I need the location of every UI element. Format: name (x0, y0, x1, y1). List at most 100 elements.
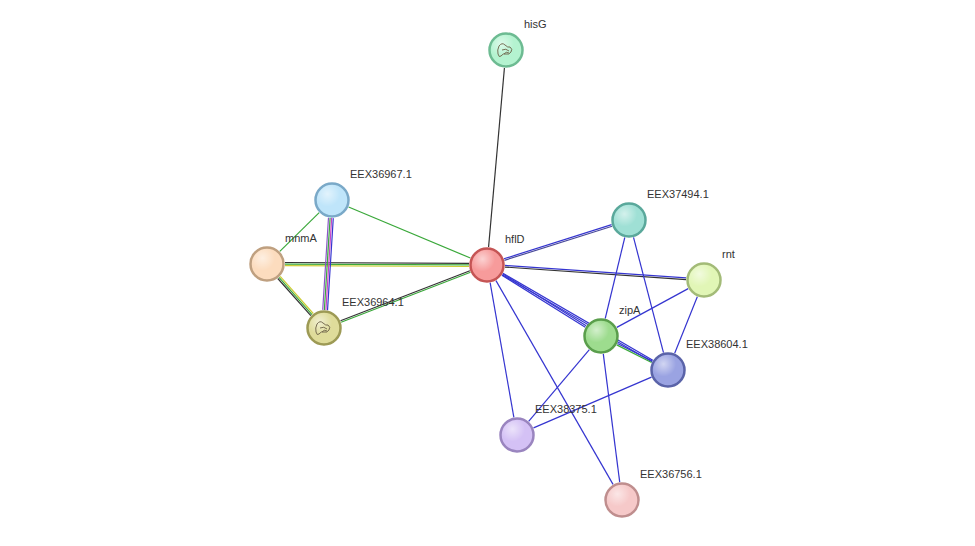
interaction-edge (285, 262, 469, 266)
evidence-line (490, 283, 514, 418)
node-circle (499, 417, 535, 453)
node-fill (585, 320, 618, 353)
node-circle (583, 318, 619, 354)
interaction-edge (504, 225, 612, 261)
protein-node: hisG (488, 32, 524, 68)
evidence-line (341, 272, 470, 322)
protein-node: hflD (469, 247, 505, 283)
evidence-line (341, 271, 470, 321)
node-label: zipA (619, 304, 640, 316)
evidence-line (534, 377, 652, 428)
protein-node: EEX36964.1 (306, 310, 342, 346)
evidence-line (505, 267, 686, 280)
node-highlight (586, 321, 616, 351)
node-label: EEX38375.1 (535, 403, 597, 415)
evidence-line (603, 354, 619, 482)
protein-node: EEX38604.1 (650, 352, 686, 388)
interaction-edge (278, 276, 313, 315)
evidence-line (489, 68, 505, 247)
evidence-line (285, 262, 469, 264)
node-circle (249, 246, 285, 282)
node-highlight (653, 355, 683, 385)
evidence-line (323, 218, 329, 310)
interaction-edge (349, 207, 471, 258)
evidence-line (504, 225, 612, 259)
protein-node: EEX37494.1 (611, 202, 647, 238)
evidence-line (279, 277, 312, 314)
interaction-edge (617, 343, 653, 362)
interaction-edge (634, 237, 664, 352)
node-highlight (252, 249, 282, 279)
node-fill (688, 264, 721, 297)
protein-node: EEX36756.1 (604, 482, 640, 518)
node-circle (686, 262, 722, 298)
node-fill (501, 419, 534, 452)
interaction-edge (490, 283, 514, 418)
evidence-line (280, 213, 319, 252)
node-fill (490, 34, 523, 67)
edge-group (278, 68, 698, 484)
node-fill (316, 184, 349, 217)
interaction-edge (323, 218, 334, 310)
node-fill (471, 249, 504, 282)
node-highlight (491, 35, 521, 65)
node-circle (650, 352, 686, 388)
node-circle (469, 247, 505, 283)
evidence-line (502, 275, 585, 327)
evidence-line (278, 279, 311, 316)
interaction-edge (534, 377, 652, 428)
evidence-line (502, 275, 652, 362)
interaction-edge (341, 271, 471, 323)
node-circle (604, 482, 640, 518)
interaction-edge (505, 265, 686, 279)
node-label: EEX36967.1 (350, 168, 412, 180)
evidence-line (349, 207, 471, 258)
node-circle (488, 32, 524, 68)
node-highlight (309, 313, 339, 343)
node-label: EEX36756.1 (640, 468, 702, 480)
node-fill (652, 354, 685, 387)
node-label: EEX37494.1 (647, 188, 709, 200)
evidence-line (503, 273, 653, 360)
interaction-edge (603, 354, 619, 482)
node-highlight (607, 485, 637, 515)
evidence-line (634, 237, 664, 352)
protein-node: EEX38375.1 (499, 417, 535, 453)
node-label: hflD (505, 233, 525, 245)
node-highlight (317, 185, 347, 215)
protein-node: mnmA (249, 246, 285, 282)
node-highlight (614, 205, 644, 235)
structure-icon (316, 322, 330, 335)
node-label: mnmA (285, 232, 317, 244)
evidence-line (617, 289, 688, 328)
evidence-line (496, 281, 613, 485)
node-fill (308, 312, 341, 345)
evidence-line (617, 345, 652, 363)
node-label: hisG (524, 18, 547, 30)
node-fill (606, 484, 639, 517)
node-highlight (472, 250, 502, 280)
node-label: EEX36964.1 (342, 296, 404, 308)
evidence-line (505, 265, 686, 278)
node-highlight (502, 420, 532, 450)
structure-icon (498, 44, 512, 57)
interaction-edge (489, 68, 505, 247)
protein-node: EEX36967.1 (314, 182, 350, 218)
protein-node: zipA (583, 318, 619, 354)
node-circle (611, 202, 647, 238)
node-circle (306, 310, 342, 346)
interaction-edge (280, 213, 319, 252)
node-highlight (689, 265, 719, 295)
interaction-edge (617, 289, 688, 328)
evidence-line (617, 343, 652, 361)
interaction-edge (496, 281, 613, 485)
evidence-line (280, 276, 313, 313)
interaction-edge (502, 273, 653, 361)
node-label: rnt (722, 248, 735, 260)
protein-node: rnt (686, 262, 722, 298)
node-fill (613, 204, 646, 237)
node-fill (251, 248, 284, 281)
evidence-line (504, 226, 612, 260)
node-circle (314, 182, 350, 218)
